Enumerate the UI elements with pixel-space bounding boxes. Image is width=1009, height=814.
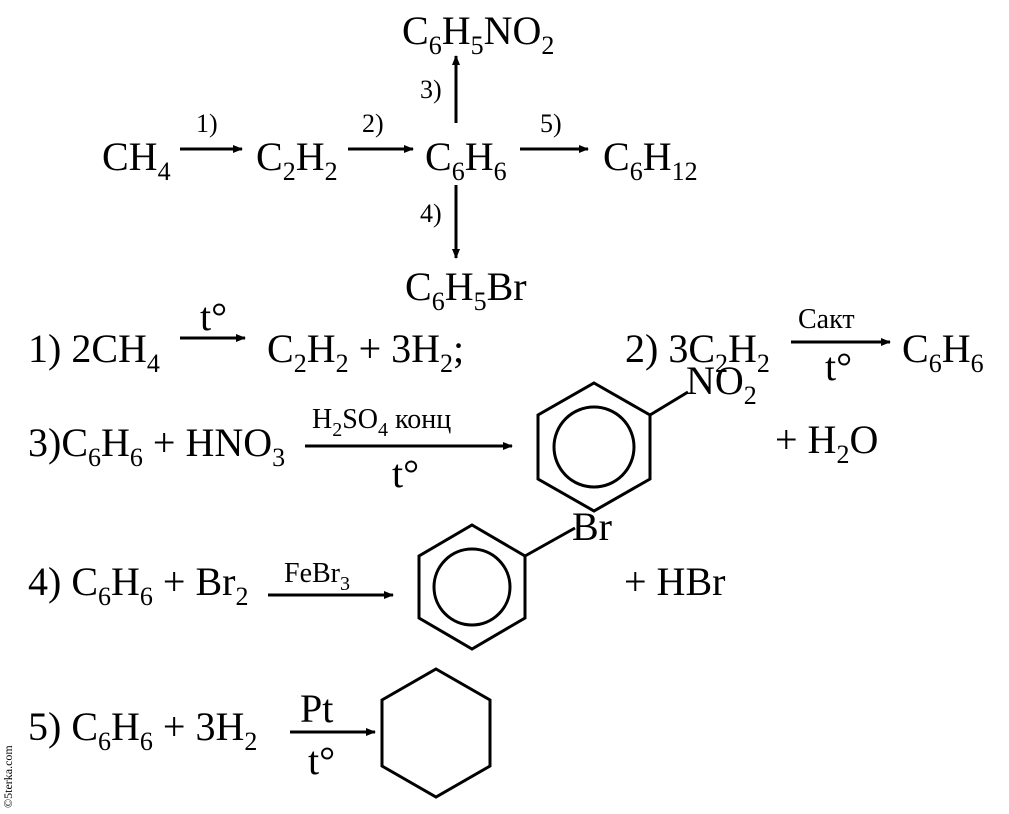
formula-c2h2: C2H2 <box>256 134 338 186</box>
step-label-3: 3) <box>420 75 442 104</box>
reaction-4-tail: + HBr <box>624 559 725 604</box>
step-label-5: 5) <box>540 109 562 138</box>
formula-c6h5br: C6H5Br <box>405 264 527 316</box>
reaction-4-catalyst: FeBr3 <box>284 558 350 595</box>
nitro-group-label: NO2 <box>686 358 757 410</box>
formula-c6h5no2: C6H5NO2 <box>402 8 554 60</box>
step-label-4: 4) <box>420 199 442 228</box>
reaction-1-product: C2H2 + 3H2; <box>267 326 464 378</box>
formula-c6h12: C6H12 <box>603 134 698 186</box>
reaction-3-temperature: t° <box>392 451 419 496</box>
formula-ch4: CH4 <box>102 134 171 186</box>
reaction-5-catalyst: Pt <box>300 686 333 731</box>
reaction-5-temperature: t° <box>308 738 335 783</box>
reaction-3-lhs: 3)C6H6 + HNO3 <box>28 420 285 472</box>
reaction-3-tail: + H2O <box>775 417 878 469</box>
reaction-1-lhs: 1) 2CH4 <box>28 326 160 378</box>
reaction-5-lhs: 5) C6H6 + 3H2 <box>28 704 257 756</box>
step-label-2: 2) <box>362 109 384 138</box>
reaction-2-catalyst: Сакт <box>798 304 855 335</box>
reaction-2-lhs: 2) 3C2H2 <box>625 326 770 378</box>
step-label-1: 1) <box>196 109 218 138</box>
nitrobenzene-ring <box>536 381 689 513</box>
reaction-2-temperature: t° <box>825 344 852 389</box>
formula-c6h6: C6H6 <box>425 134 507 186</box>
reaction-4-lhs: 4) C6H6 + Br2 <box>28 559 248 611</box>
reaction-1-condition: t° <box>200 294 227 339</box>
cyclohexane-ring <box>380 667 492 799</box>
bromobenzene-ring <box>417 523 576 651</box>
reaction-3-catalyst: H2SO4 конц <box>312 404 451 441</box>
bromo-group-label: Br <box>572 504 612 549</box>
watermark: ©5terka.com <box>1 745 15 808</box>
reaction-2-product: C6H6 <box>902 326 984 378</box>
